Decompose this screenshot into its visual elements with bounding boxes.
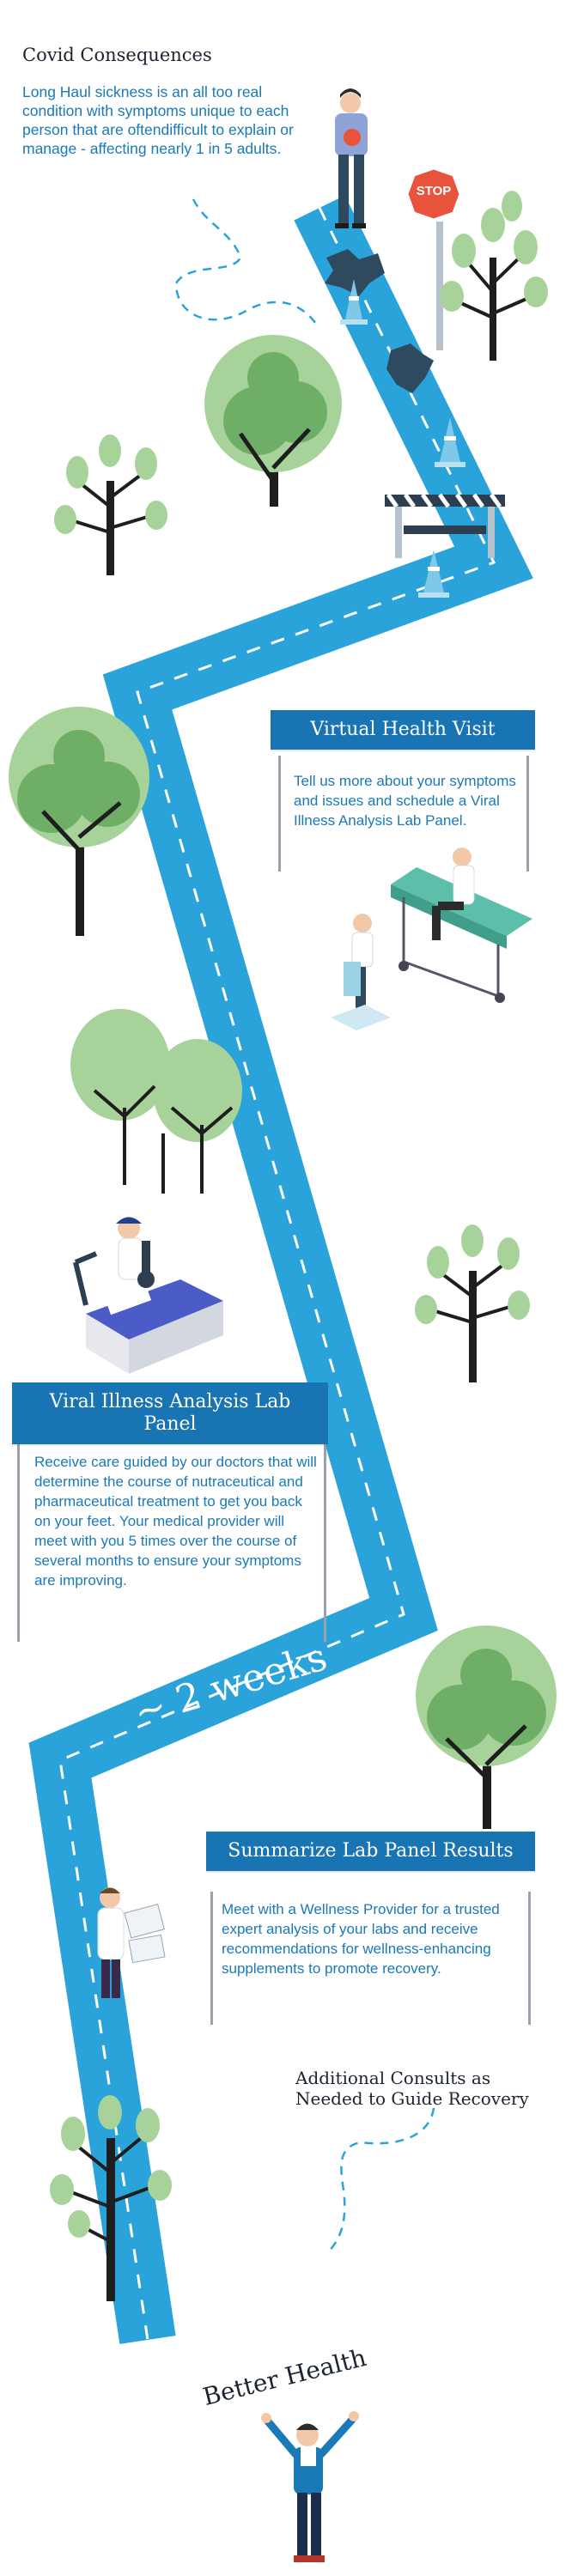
lab-illustration xyxy=(73,1217,223,1374)
road-barricade-icon xyxy=(385,493,505,558)
pothole-icon xyxy=(325,249,385,296)
step-lab-panel-body: Receive care guided by our doctors that … xyxy=(34,1454,317,1589)
signpost xyxy=(210,1892,213,2025)
signpost xyxy=(526,756,529,872)
step-virtual-visit-body: Tell us more about your symptoms and iss… xyxy=(294,773,516,829)
traffic-cone-icon xyxy=(340,279,368,325)
step-lab-panel-title: Viral Illness Analysis Lab Panel xyxy=(12,1382,328,1444)
doctor-icon xyxy=(97,1887,166,1998)
signpost xyxy=(278,756,281,872)
signpost xyxy=(528,1892,531,2025)
person-walking-icon xyxy=(335,88,368,228)
tree-icon xyxy=(415,1224,530,1382)
tree-icon xyxy=(70,1009,242,1194)
intro-body: Long Haul sickness is an all too real co… xyxy=(22,83,294,157)
step-results-body: Meet with a Wellness Provider for a trus… xyxy=(222,1901,500,1977)
step-virtual-visit-title: Virtual Health Visit xyxy=(271,710,535,750)
dashed-trail-bottom xyxy=(326,2107,435,2255)
traffic-cone-icon xyxy=(418,550,449,598)
tree-icon xyxy=(50,2095,172,2301)
virtual-visit-illustration xyxy=(331,848,532,1030)
tree-icon xyxy=(54,434,167,575)
dashed-trail-top xyxy=(174,198,319,327)
pothole-icon xyxy=(386,343,434,393)
traffic-cone-icon xyxy=(435,417,465,467)
additional-consults-label: Additional Consults as Needed to Guide R… xyxy=(295,2068,529,2109)
stop-sign-icon xyxy=(405,167,462,350)
intro-title: Covid Consequences xyxy=(22,45,212,65)
stop-sign-label: STOP xyxy=(416,184,452,198)
tree-icon xyxy=(440,191,548,361)
step-results-title: Summarize Lab Panel Results xyxy=(206,1832,535,1871)
tree-icon xyxy=(9,707,149,936)
signpost xyxy=(17,1436,20,1642)
person-celebrating-icon xyxy=(261,2411,359,2562)
signpost xyxy=(324,1436,326,1642)
tree-icon xyxy=(204,335,342,507)
tree-icon xyxy=(416,1625,557,1829)
